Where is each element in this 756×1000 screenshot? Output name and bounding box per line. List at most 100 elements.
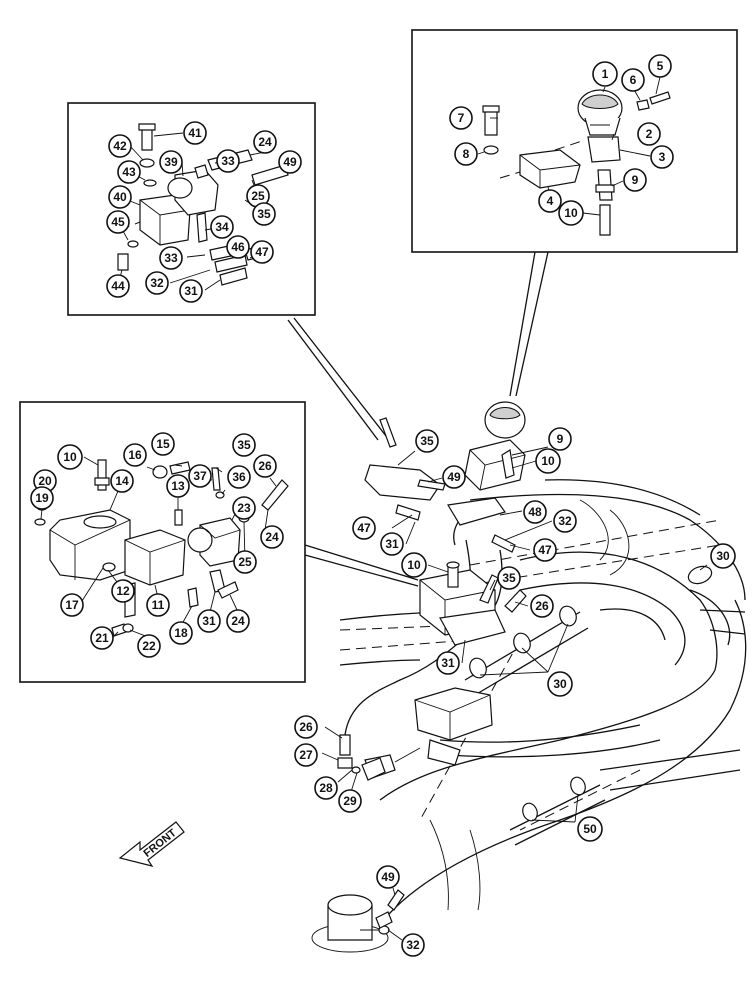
callout-47-tl: 47 [250,240,274,264]
callout-5: 5 [648,54,672,78]
callout-30-main-b: 30 [547,671,573,697]
callout-7-label: 7 [458,111,465,125]
callout-43: 43 [117,160,141,184]
callout-1-label: 1 [602,67,609,81]
callout-24-ml-b: 24 [226,609,250,633]
callout-16: 16 [123,443,147,467]
callout-26-ml-label: 26 [258,459,272,473]
callout-24-tl-label: 24 [258,135,272,149]
callout-20-label: 20 [38,474,52,488]
hose-clamps [469,565,713,822]
callout-33-tl-b-label: 33 [164,251,178,265]
callout-12: 12 [111,579,135,603]
callout-35-main-a-label: 35 [420,434,434,448]
callout-32-main-a-label: 32 [558,514,572,528]
callout-24-ml-a-label: 24 [265,530,279,544]
callout-5-label: 5 [657,59,664,73]
callout-6: 6 [621,68,645,92]
callout-35-main-b-label: 35 [502,571,516,585]
callout-23: 23 [232,496,256,520]
callout-49-main-a: 49 [442,465,466,489]
callout-44-label: 44 [111,279,125,293]
callout-32-main-b-label: 32 [406,938,420,952]
callout-50: 50 [577,816,603,842]
callout-33-tl-a: 33 [216,149,240,173]
callout-17-label: 17 [65,598,79,612]
callout-10-top-label: 10 [564,206,578,220]
callout-10-main-b-label: 10 [407,558,421,572]
callout-22-label: 22 [142,639,156,653]
callout-12-label: 12 [116,584,130,598]
callout-14: 14 [110,469,134,493]
seat-switch-fittings [375,889,405,935]
callout-26-main-a: 26 [530,594,554,618]
callouts-top-right: 1 6 5 7 2 3 8 9 4 10 [449,54,674,226]
callout-47-main-a: 47 [352,516,376,540]
callout-15-label: 15 [156,437,170,451]
upper-valve-assembly [364,401,526,553]
callout-27-label: 27 [299,748,313,762]
callout-10-ml: 10 [57,444,83,470]
callout-11-label: 11 [152,598,165,612]
callout-21: 21 [90,626,114,650]
callout-4: 4 [538,189,562,213]
seat-post [311,894,389,953]
callout-28-label: 28 [319,781,333,795]
callout-35-tl-label: 35 [257,207,271,221]
callout-43-label: 43 [122,165,136,179]
elbow-fittings [337,734,386,781]
callout-31-main-a: 31 [380,532,404,556]
callout-8-label: 8 [463,147,470,161]
callout-25-ml: 25 [233,550,257,574]
callout-11: 11 [146,593,170,617]
callout-16-label: 16 [128,448,142,462]
callout-15: 15 [151,432,175,456]
callout-25-ml-label: 25 [238,555,252,569]
callout-31-ml-label: 31 [202,614,216,628]
callout-47-main-b: 47 [533,538,557,562]
callout-10-top: 10 [558,200,584,226]
callout-24-ml-a: 24 [260,525,284,549]
callout-49-main-a-label: 49 [447,470,461,484]
callout-9-top-label: 9 [632,173,639,187]
callout-48: 48 [523,500,547,524]
callout-50-label: 50 [583,822,597,836]
callout-33-tl-a-label: 33 [221,154,235,168]
callout-4-label: 4 [547,194,554,208]
callout-37: 37 [188,464,212,488]
callout-29: 29 [338,789,362,813]
callout-24-tl: 24 [253,130,277,154]
callout-49-tl: 49 [278,150,302,174]
callout-2: 2 [637,122,661,146]
callout-32-tl-label: 32 [150,276,164,290]
callout-48-label: 48 [528,505,542,519]
callout-17: 17 [60,593,84,617]
callout-2-label: 2 [646,127,653,141]
callout-14-label: 14 [115,474,129,488]
callout-36: 36 [227,465,251,489]
callout-39: 39 [159,150,183,174]
callout-9-main-label: 9 [557,432,564,446]
callout-37-label: 37 [193,469,207,483]
callout-21-label: 21 [95,631,109,645]
callouts-top-left: 41 42 24 33 39 49 43 25 40 35 45 34 46 4… [106,121,302,303]
callout-13-label: 13 [171,479,185,493]
callout-49-main-b: 49 [376,865,400,889]
callout-45: 45 [106,210,130,234]
callout-36-label: 36 [232,470,246,484]
callout-1: 1 [592,61,618,87]
callout-40: 40 [108,185,132,209]
callout-32-main-b: 32 [401,933,425,957]
callout-35-ml: 35 [232,433,256,457]
callout-35-ml-label: 35 [237,438,251,452]
callout-30-main-a-label: 30 [716,549,730,563]
callout-22: 22 [137,634,161,658]
callout-6-label: 6 [630,73,637,87]
callout-10-ml-label: 10 [63,450,77,464]
callout-47-main-a-label: 47 [357,521,371,535]
callout-31-tl: 31 [179,279,203,303]
callouts-main: 35 9 10 49 48 32 47 47 31 10 35 26 30 31… [294,427,736,957]
callout-42-label: 42 [113,139,127,153]
